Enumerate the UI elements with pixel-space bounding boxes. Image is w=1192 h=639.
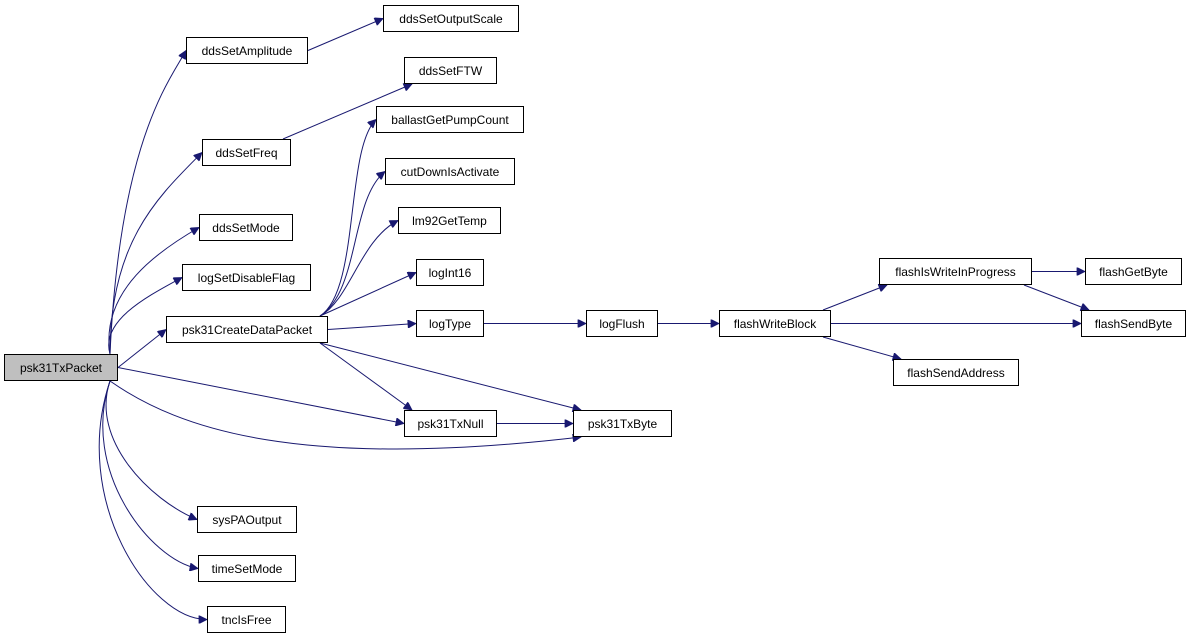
node-flashgetbyte[interactable]: flashGetByte <box>1085 258 1182 285</box>
edge-psk31txpacket-to-logsetdisableflag <box>108 277 182 355</box>
node-ddssetamplitude[interactable]: ddsSetAmplitude <box>186 37 308 64</box>
node-psk31txbyte[interactable]: psk31TxByte <box>573 410 672 437</box>
node-flashsendbyte[interactable]: flashSendByte <box>1081 310 1186 337</box>
node-timesetmode[interactable]: timeSetMode <box>198 555 296 582</box>
edge-psk31txpacket-to-syspaoutput <box>105 380 197 520</box>
edge-flashiswriteinprogress-to-flashsendbyte <box>1023 284 1089 310</box>
edge-psk31createdatapacket-to-psk31txbyte <box>319 342 581 410</box>
edge-psk31createdatapacket-to-ballastgetpumpcount <box>319 120 376 317</box>
node-logflush[interactable]: logFlush <box>586 310 658 337</box>
edge-psk31txpacket-to-tncisfree <box>98 380 207 620</box>
edge-flashwriteblock-to-flashiswriteinprogress <box>822 285 887 311</box>
node-psk31txpacket: psk31TxPacket <box>4 354 118 381</box>
node-logtype[interactable]: logType <box>416 310 484 337</box>
edge-psk31txpacket-to-ddssetamplitude <box>109 51 187 355</box>
node-logsetdisableflag[interactable]: logSetDisableFlag <box>182 264 311 291</box>
node-ddssetmode[interactable]: ddsSetMode <box>199 214 293 241</box>
edge-flashwriteblock-to-flashsendaddress <box>822 336 901 359</box>
edge-psk31createdatapacket-to-logtype <box>327 324 416 330</box>
edge-psk31txpacket-to-psk31createdatapacket <box>117 330 166 368</box>
node-psk31createdatapacket[interactable]: psk31CreateDataPacket <box>166 316 328 343</box>
node-cutdownisactivate[interactable]: cutDownIsActivate <box>385 158 515 185</box>
node-logint16[interactable]: logInt16 <box>416 259 484 286</box>
edge-ddssetamplitude-to-ddssetoutputscale <box>307 19 383 51</box>
node-lm92gettemp[interactable]: lm92GetTemp <box>398 207 501 234</box>
edge-psk31createdatapacket-to-psk31txnull <box>319 342 412 410</box>
edge-psk31txpacket-to-ddssetfreq <box>109 153 202 355</box>
node-flashsendaddress[interactable]: flashSendAddress <box>893 359 1019 386</box>
edge-psk31createdatapacket-to-cutdownisactivate <box>319 172 385 317</box>
node-ddssetoutputscale[interactable]: ddsSetOutputScale <box>383 5 519 32</box>
node-ballastgetpumpcount[interactable]: ballastGetPumpCount <box>376 106 524 133</box>
edge-psk31txpacket-to-psk31txbyte <box>109 380 581 450</box>
node-psk31txnull[interactable]: psk31TxNull <box>404 410 497 437</box>
edge-psk31txpacket-to-psk31txnull <box>117 367 404 424</box>
edge-psk31createdatapacket-to-lm92gettemp <box>319 220 398 317</box>
node-flashiswriteinprogress[interactable]: flashIsWriteInProgress <box>879 258 1032 285</box>
node-flashwriteblock[interactable]: flashWriteBlock <box>719 310 831 337</box>
node-tncisfree[interactable]: tncIsFree <box>207 606 286 633</box>
node-ddssetfreq[interactable]: ddsSetFreq <box>202 139 291 166</box>
node-ddssetftw[interactable]: ddsSetFTW <box>404 57 497 84</box>
node-syspaoutput[interactable]: sysPAOutput <box>197 506 297 533</box>
edge-psk31txpacket-to-ddssetmode <box>108 228 199 355</box>
edge-psk31createdatapacket-to-logint16 <box>319 273 416 317</box>
edge-ddssetfreq-to-ddssetftw <box>282 84 412 140</box>
edge-psk31txpacket-to-timesetmode <box>102 380 198 569</box>
